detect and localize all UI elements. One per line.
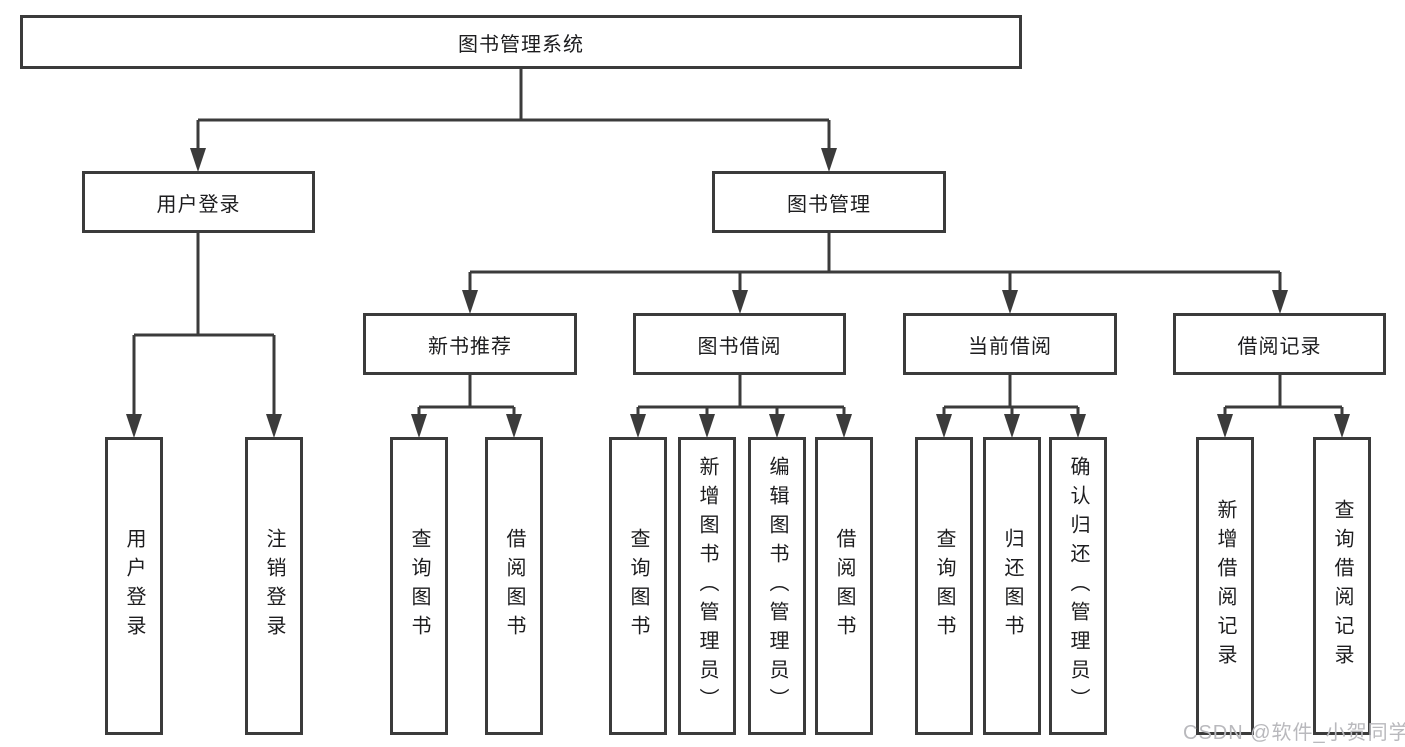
csdn-watermark: CSDN @软件_小贺同学 bbox=[1183, 722, 1405, 744]
node-label: 注销登录 bbox=[263, 528, 285, 644]
node-bb-edit-books-admin: 编辑图书（管理员） bbox=[748, 437, 806, 735]
node-bb-query-books: 查询图书 bbox=[609, 437, 667, 735]
node-br-query-record: 查询借阅记录 bbox=[1313, 437, 1371, 735]
node-label: 用户登录 bbox=[156, 193, 241, 216]
node-label: 借阅图书 bbox=[833, 528, 855, 644]
node-br-add-record: 新增借阅记录 bbox=[1196, 437, 1254, 735]
connector-paths bbox=[132, 69, 1344, 418]
node-label: 新增图书（管理员） bbox=[696, 455, 718, 717]
node-bb-add-books-admin: 新增图书（管理员） bbox=[678, 437, 736, 735]
arrowheads bbox=[126, 148, 1350, 438]
node-new-book-recommend: 新书推荐 bbox=[363, 313, 577, 375]
node-user-login: 用户登录 bbox=[105, 437, 163, 735]
node-label: 图书借阅 bbox=[697, 335, 782, 358]
node-label: 查询图书 bbox=[408, 528, 430, 644]
node-cb-confirm-return-admin: 确认归还（管理员） bbox=[1049, 437, 1107, 735]
node-book-management: 图书管理 bbox=[712, 171, 946, 233]
node-label: 用户登录 bbox=[123, 528, 145, 644]
node-bb-borrow-books: 借阅图书 bbox=[815, 437, 873, 735]
node-label: 查询图书 bbox=[627, 528, 649, 644]
node-label: 编辑图书（管理员） bbox=[766, 455, 788, 717]
node-label: 借阅记录 bbox=[1237, 335, 1322, 358]
node-current-borrowing: 当前借阅 bbox=[903, 313, 1117, 375]
node-book-borrowing: 图书借阅 bbox=[633, 313, 846, 375]
node-label: 当前借阅 bbox=[968, 335, 1052, 358]
node-label: 新增借阅记录 bbox=[1214, 499, 1236, 673]
node-nbr-borrow-books: 借阅图书 bbox=[485, 437, 543, 735]
node-label: 图书管理系统 bbox=[458, 33, 584, 56]
node-label: 确认归还（管理员） bbox=[1067, 455, 1089, 717]
node-label: 图书管理 bbox=[787, 193, 871, 216]
node-label: 借阅图书 bbox=[503, 528, 525, 644]
node-label: 新书推荐 bbox=[428, 335, 512, 358]
node-cb-query-books: 查询图书 bbox=[915, 437, 973, 735]
node-label: 查询图书 bbox=[933, 528, 955, 644]
node-user-login-group: 用户登录 bbox=[82, 171, 315, 233]
node-library-management-system: 图书管理系统 bbox=[20, 15, 1022, 69]
node-logout: 注销登录 bbox=[245, 437, 303, 735]
node-cb-return-books: 归还图书 bbox=[983, 437, 1041, 735]
node-nbr-query-books: 查询图书 bbox=[390, 437, 448, 735]
node-label: 查询借阅记录 bbox=[1331, 499, 1353, 673]
node-borrowing-records: 借阅记录 bbox=[1173, 313, 1386, 375]
node-label: 归还图书 bbox=[1001, 528, 1023, 644]
